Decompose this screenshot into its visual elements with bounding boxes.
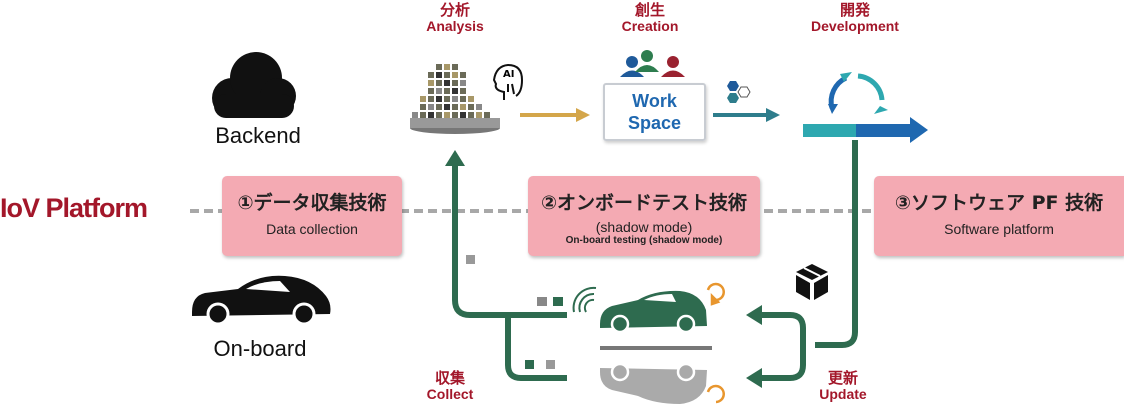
update-flow-lines: [760, 140, 858, 381]
collect-flow-lines: [452, 165, 567, 381]
workspace-box: Work Space: [603, 83, 706, 141]
tech-title: ①データ収集技術: [237, 192, 387, 214]
software-package-icon: [796, 264, 828, 300]
connected-car-icon: [600, 290, 707, 334]
onboard-label: On-board: [213, 336, 307, 361]
data-packet-squares: [466, 255, 563, 369]
up-arrow-head: [445, 150, 465, 166]
tech-subtitle: Software platform: [944, 221, 1054, 237]
refresh-icon: [706, 282, 725, 404]
tech-title: ③ソフトウェア PF 技術: [894, 192, 1104, 214]
tech-box-data-collection: ①データ収集技術 Data collection: [222, 176, 402, 256]
backend-label: Backend: [215, 123, 301, 148]
teal-arrow: [713, 108, 780, 122]
tech-title: ②オンボードテスト技術: [540, 192, 748, 214]
creation-en: Creation: [621, 18, 679, 34]
tech-note: On-board testing (shadow mode): [565, 235, 723, 246]
data-analysis-building-icon: [410, 64, 500, 134]
tech-box-software-platform: ③ソフトウェア PF 技術 Software platform: [874, 176, 1124, 256]
left-arrow-head-bottom: [746, 368, 762, 388]
workspace-line1: Work: [632, 91, 677, 111]
tech-subtitle: (shadow mode): [595, 219, 693, 235]
creation-jp: 創生: [634, 1, 665, 19]
tech-subtitle: Data collection: [266, 221, 358, 237]
analysis-en: Analysis: [426, 18, 484, 34]
development-jp: 開発: [839, 1, 870, 19]
platform-label: IoV Platform: [0, 193, 148, 223]
car-icon: [192, 275, 331, 326]
wireless-signal-icon: [572, 286, 597, 313]
left-arrow-head-top: [746, 305, 762, 325]
gold-arrow: [520, 108, 590, 122]
hexagon-icon: [727, 81, 751, 103]
cloud-icon: [212, 52, 296, 118]
team-people-icon: [620, 50, 685, 77]
ai-label: AI: [503, 69, 515, 80]
update-en: Update: [819, 386, 867, 402]
stage-analysis: 分析 Analysis: [405, 2, 505, 34]
shadow-car-icon: [600, 362, 707, 404]
update-jp: 更新: [827, 369, 858, 387]
stage-development: 開発 Development: [790, 2, 920, 34]
stage-collect: 収集 Collect: [415, 370, 485, 402]
development-en: Development: [811, 18, 899, 34]
collect-en: Collect: [426, 386, 474, 402]
stage-update: 更新 Update: [808, 370, 878, 402]
stage-creation: 創生 Creation: [595, 2, 705, 34]
development-cycle-icon: [803, 72, 928, 143]
workspace-line2: Space: [627, 113, 682, 133]
collect-jp: 収集: [434, 369, 465, 387]
tech-box-onboard-testing: ②オンボードテスト技術 (shadow mode) On-board testi…: [528, 176, 760, 256]
ai-head-icon: [492, 63, 524, 100]
analysis-jp: 分析: [439, 1, 470, 19]
